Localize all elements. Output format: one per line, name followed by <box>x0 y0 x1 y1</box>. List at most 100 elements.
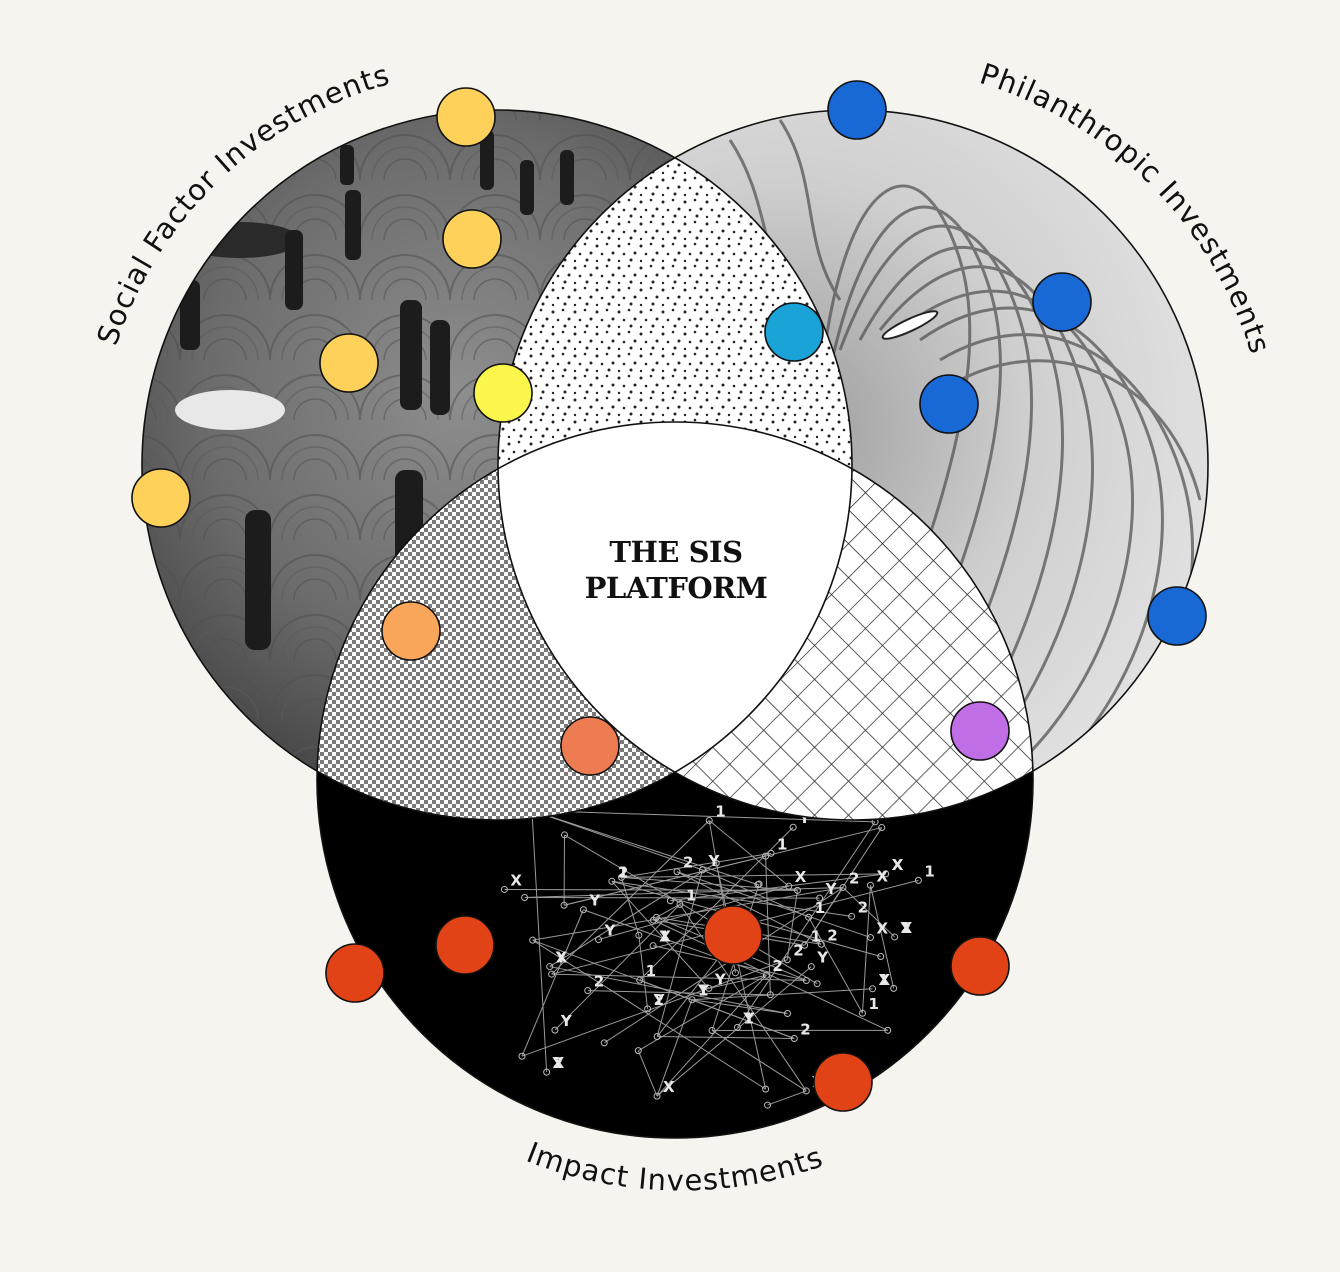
social-impact-dot[interactable] <box>560 716 620 776</box>
network-glyph: X <box>663 1078 675 1096</box>
social-dot[interactable] <box>131 468 191 528</box>
network-edge <box>531 810 759 886</box>
phil-dot[interactable] <box>1147 586 1207 646</box>
network-node <box>644 1005 652 1013</box>
network-edge <box>531 810 876 823</box>
network-node <box>762 1085 770 1093</box>
network-node <box>805 913 813 921</box>
network-glyph: Y <box>653 991 666 1009</box>
network-edge <box>621 852 772 878</box>
network-node <box>560 901 568 909</box>
network-node <box>783 1009 791 1017</box>
network-node <box>649 942 657 950</box>
network-node <box>634 1047 642 1055</box>
impact-dot[interactable] <box>703 905 763 965</box>
network-glyph: 2 <box>858 898 868 916</box>
network-glyph: X <box>795 868 807 886</box>
network-glyph: Y <box>552 1054 565 1072</box>
network-edge <box>708 974 767 989</box>
network-edge <box>563 855 766 906</box>
network-node <box>733 1023 741 1031</box>
network-edge <box>531 810 703 871</box>
network-glyph: 2 <box>793 942 803 960</box>
network-edge <box>861 885 871 1014</box>
phil-dot[interactable] <box>827 80 887 140</box>
network-node <box>783 956 791 964</box>
impact-dot[interactable] <box>813 1052 873 1112</box>
network-edge <box>621 873 886 878</box>
network-glyph: Y <box>604 922 617 940</box>
center-title-line-1: THE SIS <box>609 535 742 569</box>
network-edge <box>656 966 812 1097</box>
network-edge <box>656 974 767 1097</box>
network-node <box>802 976 810 984</box>
network-glyph: 2 <box>654 991 664 1009</box>
network-glyph: 1 <box>698 982 708 1000</box>
network-edge <box>554 904 681 1031</box>
phil-dot[interactable] <box>919 374 979 434</box>
network-node <box>649 916 657 924</box>
network-glyph: Y <box>825 880 838 898</box>
network-node <box>755 880 763 888</box>
network-node <box>708 1026 716 1034</box>
network-node <box>817 940 825 948</box>
impact-dot[interactable] <box>950 936 1010 996</box>
phil-overlap-dot[interactable] <box>764 302 824 362</box>
social-impact-dot[interactable] <box>381 601 441 661</box>
network-edge <box>532 886 844 941</box>
impact-dot[interactable] <box>325 943 385 1003</box>
social-dot[interactable] <box>319 333 379 393</box>
phil-impact-dot[interactable] <box>950 701 1010 761</box>
network-edge <box>551 820 710 975</box>
network-glyph: 2 <box>901 919 911 937</box>
impact-label: Impact Investments <box>522 1135 827 1197</box>
social-dot[interactable] <box>436 87 496 147</box>
network-edge <box>656 999 693 1097</box>
network-node <box>807 963 815 971</box>
network-node <box>882 870 890 878</box>
network-glyph: Y <box>714 970 727 988</box>
network-node <box>698 866 706 874</box>
network-glyph: 1 <box>879 971 889 989</box>
impact-outline <box>316 421 1034 1139</box>
network-glyph: X <box>659 928 671 946</box>
network-node <box>764 1101 772 1109</box>
network-edge <box>691 988 873 1001</box>
network-edge <box>656 869 703 1037</box>
network-node <box>839 883 847 891</box>
network-edge <box>691 999 788 1014</box>
impact-dot[interactable] <box>435 915 495 975</box>
network-edge <box>656 903 681 918</box>
network-node <box>635 931 643 939</box>
network-glyph: 1 <box>646 962 656 980</box>
network-edge <box>637 1050 658 1097</box>
social-phil-dot[interactable] <box>473 363 533 423</box>
network-node <box>673 868 681 876</box>
network-glyph: 1 <box>815 899 825 917</box>
phil-dot[interactable] <box>1032 272 1092 332</box>
network-node <box>767 849 775 857</box>
network-node <box>518 1052 526 1060</box>
social-outline <box>141 109 853 821</box>
social-dot[interactable] <box>442 209 502 269</box>
network-glyph: 1 <box>686 886 696 904</box>
network-node <box>636 976 644 984</box>
network-node <box>731 969 739 977</box>
network-edge <box>587 990 771 996</box>
network-node <box>877 953 885 961</box>
network-glyph: Y <box>555 949 568 967</box>
network-node <box>866 881 874 889</box>
network-glyph: X <box>892 856 904 874</box>
network-node <box>762 852 770 860</box>
network-node <box>546 963 554 971</box>
network-node <box>600 1039 608 1047</box>
network-node <box>891 933 899 941</box>
network-node <box>617 873 625 881</box>
network-node <box>914 876 922 884</box>
network-node <box>543 1068 551 1076</box>
network-node <box>688 996 696 1004</box>
network-glyph: Y <box>816 949 829 967</box>
network-glyph: Y <box>588 892 601 910</box>
network-node <box>548 970 556 978</box>
